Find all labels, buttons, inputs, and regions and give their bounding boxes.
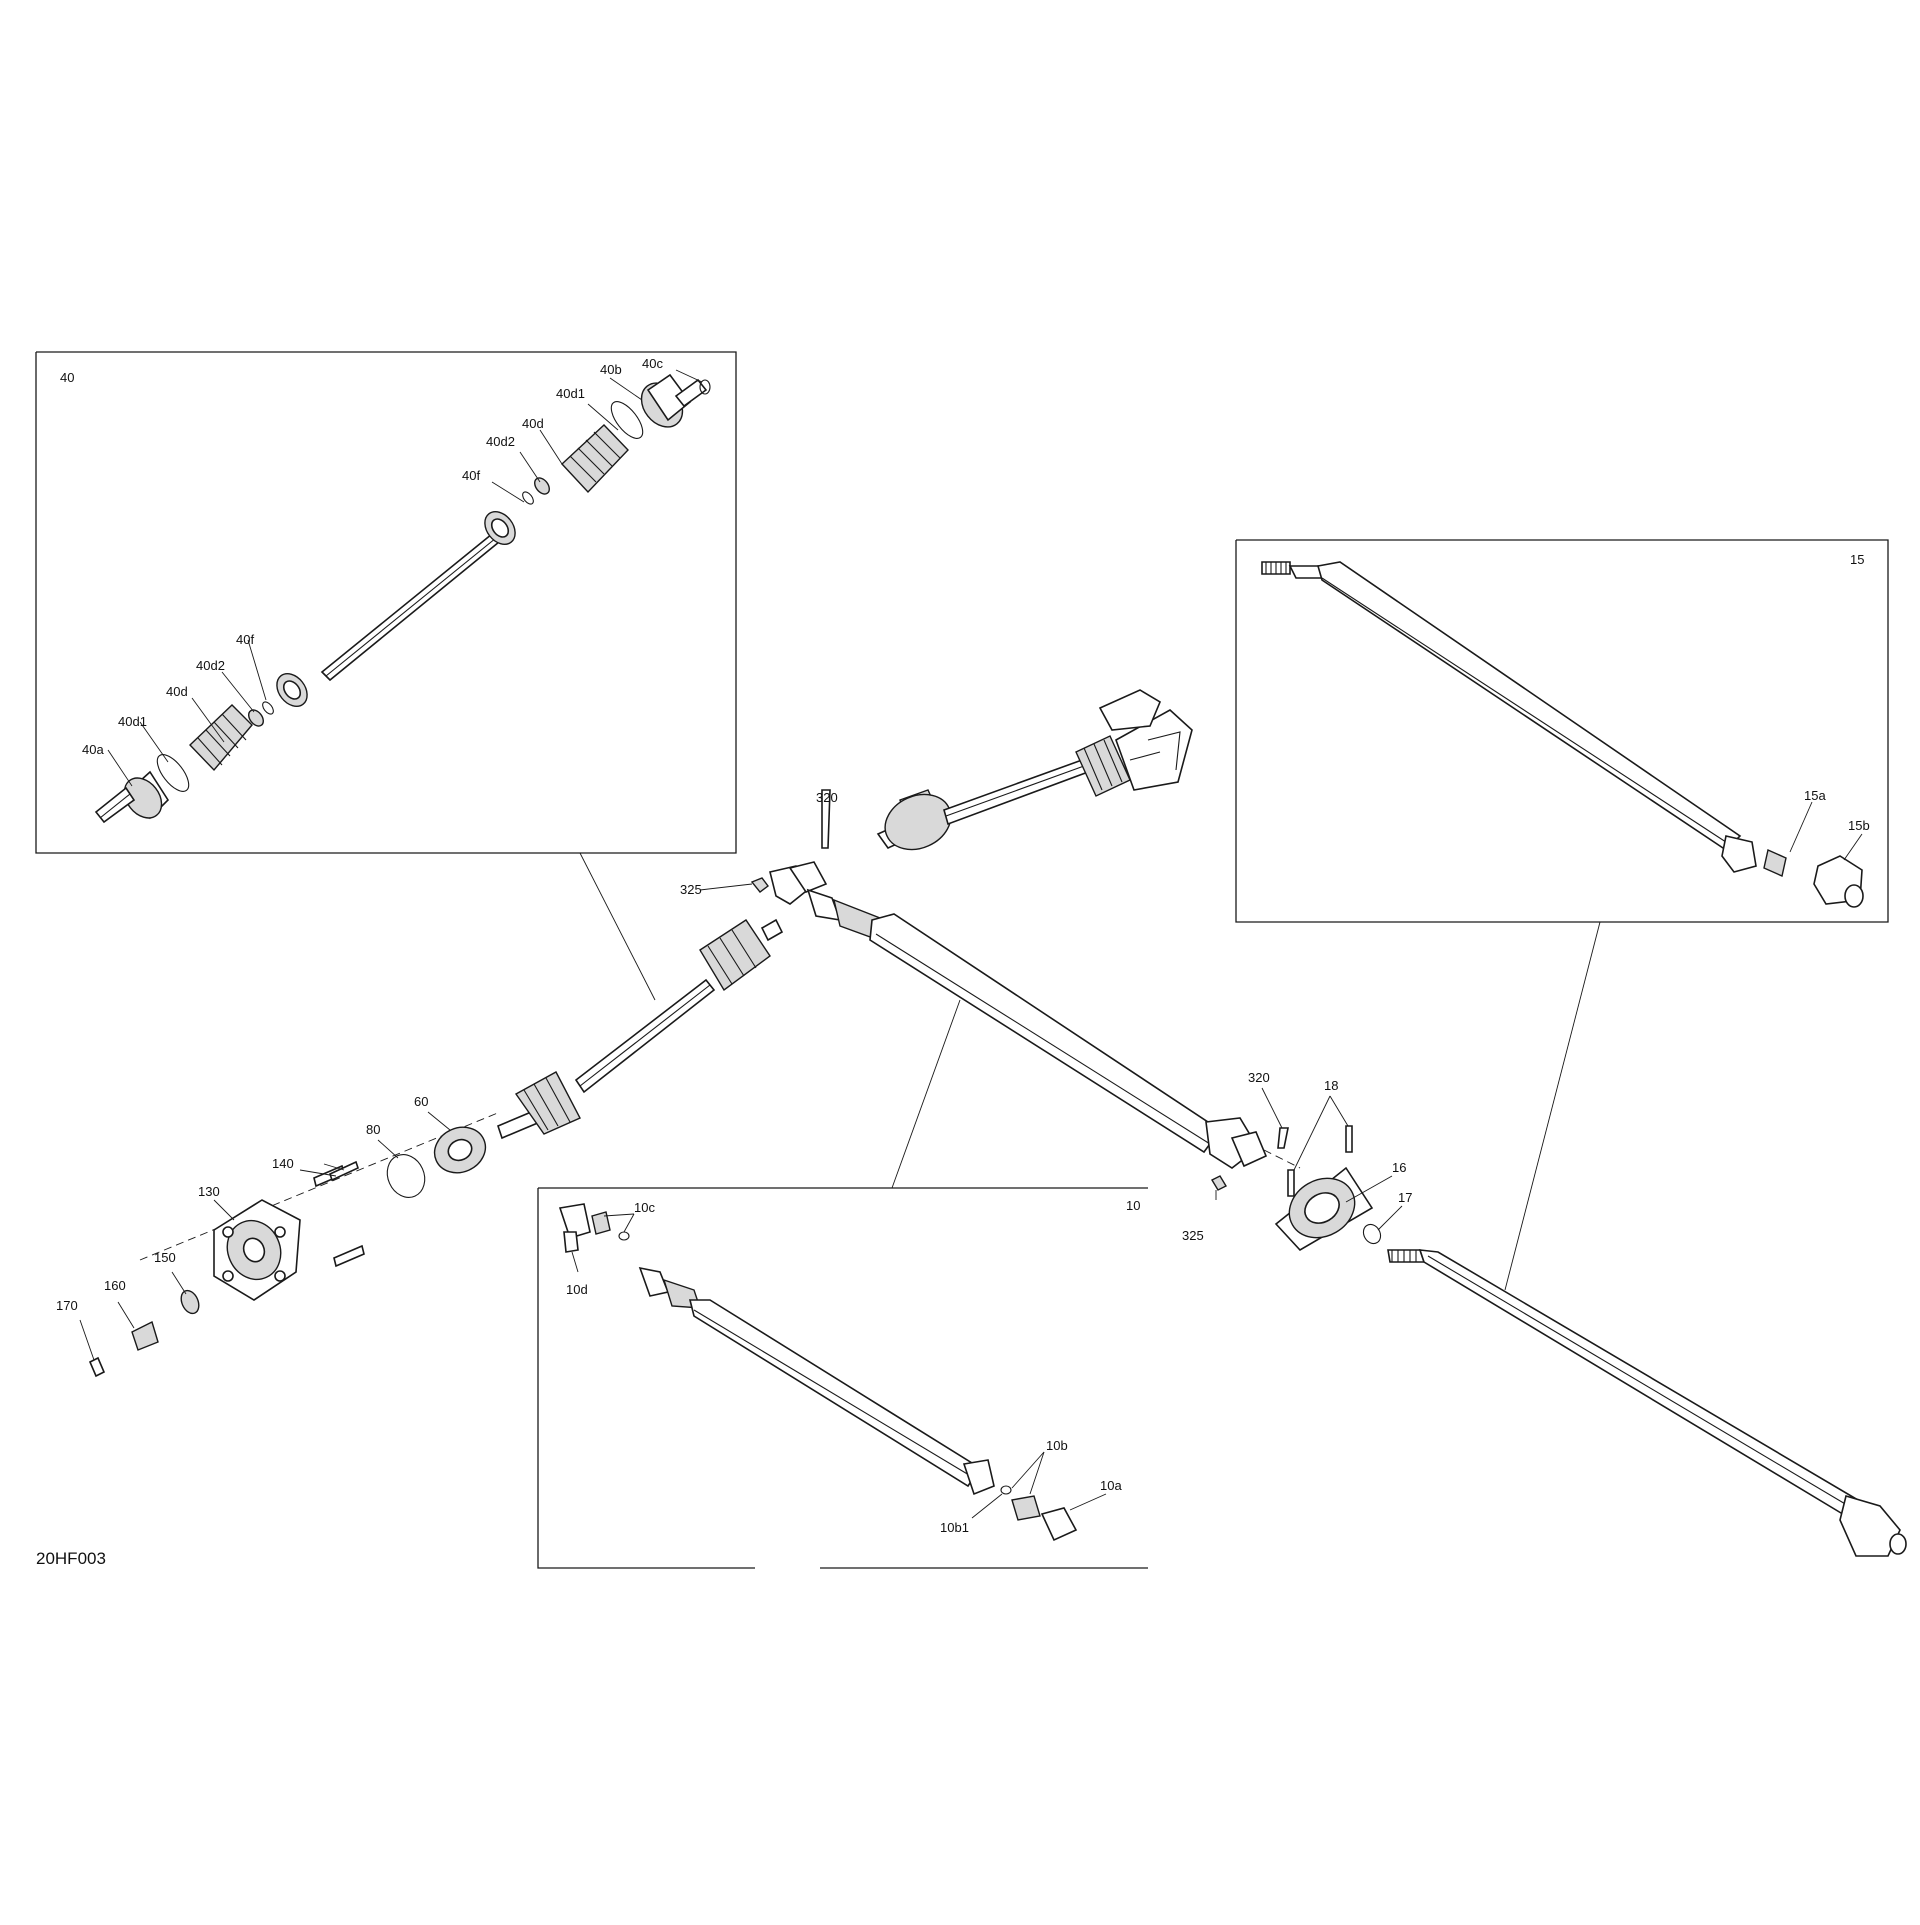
callout-10b: 10b — [1046, 1438, 1068, 1453]
drawing-code: 20HF003 — [36, 1549, 106, 1568]
callout-15a: 15a — [1804, 788, 1826, 803]
front-axle-exploded — [94, 369, 711, 824]
main-drivetrain-assembly — [79, 689, 1907, 1557]
callout-10: 10 — [1126, 1198, 1140, 1213]
rear-shaft-exploded — [1261, 561, 1864, 908]
callout-325-front: 325 — [680, 882, 702, 897]
callout-40d2-lower: 40d2 — [196, 658, 225, 673]
callout-40d2-upper: 40d2 — [486, 434, 515, 449]
callout-40f-lower: 40f — [236, 632, 254, 647]
callout-60: 60 — [414, 1094, 428, 1109]
inset-leader-front — [579, 852, 656, 1001]
callout-140: 140 — [272, 1156, 294, 1171]
callout-labels: 40 40a 40d1 40d 40d2 40f 40f 40d2 40d 40… — [36, 356, 1870, 1568]
callout-150: 150 — [154, 1250, 176, 1265]
callout-40f-upper: 40f — [462, 468, 480, 483]
callout-16: 16 — [1392, 1160, 1406, 1175]
callout-15: 15 — [1850, 552, 1864, 567]
inset-frame-rear-shaft — [1235, 539, 1889, 923]
callout-130: 130 — [198, 1184, 220, 1199]
callout-40a-lower: 40a — [82, 742, 104, 757]
callout-40d-upper: 40d — [522, 416, 544, 431]
callout-40b: 40b — [600, 362, 622, 377]
callout-320-rear: 320 — [1248, 1070, 1270, 1085]
callout-15b: 15b — [1848, 818, 1870, 833]
callout-10d: 10d — [566, 1282, 588, 1297]
callout-40: 40 — [60, 370, 74, 385]
inset-frame-drive-shaft — [537, 1187, 1148, 1569]
inset-frame-front-axle — [35, 351, 737, 854]
callout-10c: 10c — [634, 1200, 655, 1215]
callout-40d1-lower: 40d1 — [118, 714, 147, 729]
callout-80: 80 — [366, 1122, 380, 1137]
callout-160: 160 — [104, 1278, 126, 1293]
callout-18: 18 — [1324, 1078, 1338, 1093]
callout-170: 170 — [56, 1298, 78, 1313]
callout-17: 17 — [1398, 1190, 1412, 1205]
callout-40c: 40c — [642, 356, 663, 371]
callout-320-front: 320 — [816, 790, 838, 805]
callout-40d-lower: 40d — [166, 684, 188, 699]
callout-10b1: 10b1 — [940, 1520, 969, 1535]
callout-10a: 10a — [1100, 1478, 1122, 1493]
callout-40d1-upper: 40d1 — [556, 386, 585, 401]
drive-shaft-exploded — [558, 1203, 1107, 1542]
inset-leader-rear — [1504, 921, 1601, 1291]
callout-325-rear: 325 — [1182, 1228, 1204, 1243]
inset-leader-drive — [891, 999, 961, 1189]
